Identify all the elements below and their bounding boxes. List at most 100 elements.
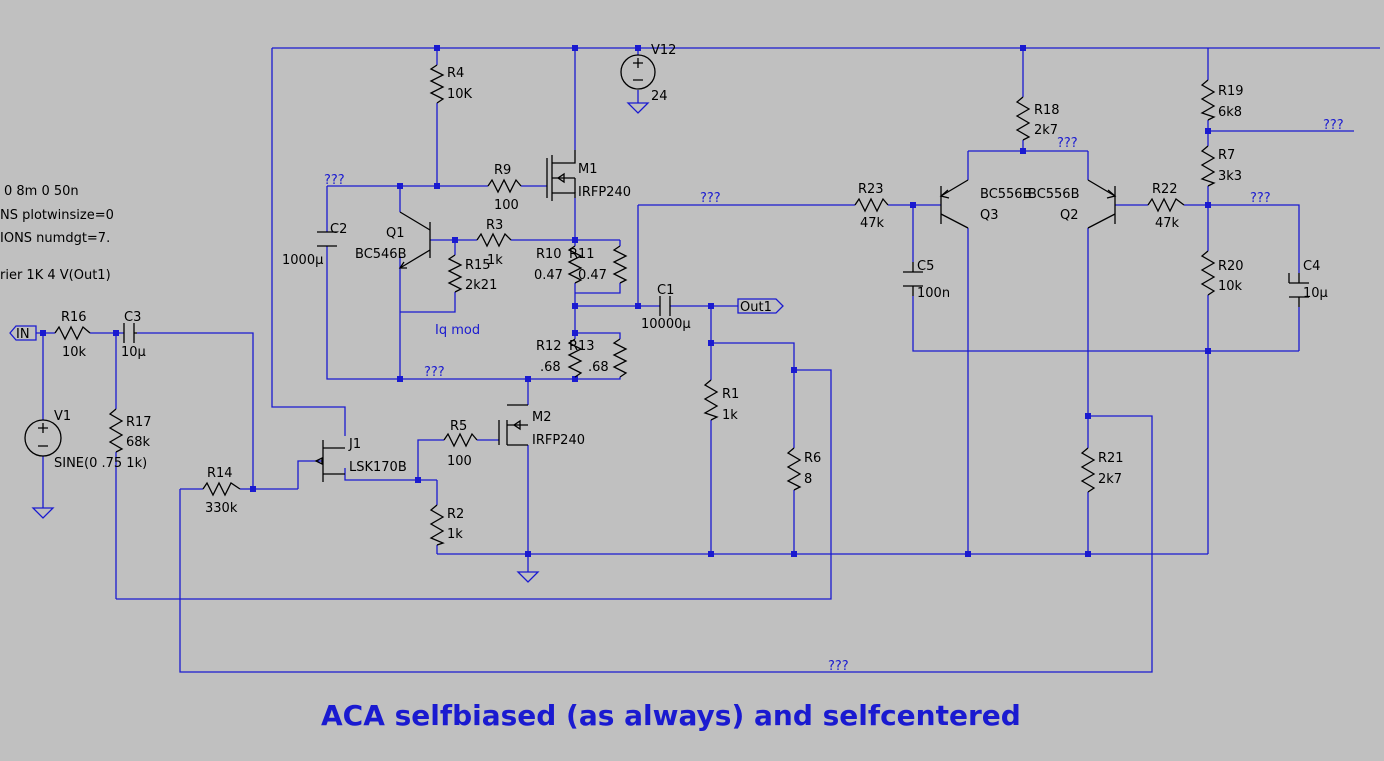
- C3-symbol: [123, 323, 137, 343]
- R23-symbol: [854, 197, 889, 213]
- M1-value: IRFP240: [578, 185, 631, 200]
- R10-name: R10: [536, 247, 562, 262]
- iq-mod-label: Iq mod: [435, 323, 480, 338]
- C3-value: 10µ: [121, 345, 146, 360]
- port-flags[interactable]: IN Out1: [9, 298, 784, 342]
- R18-value: 2k7: [1034, 123, 1058, 138]
- net-label: ???: [700, 191, 721, 206]
- schematic-title: ACA selfbiased (as always) and selfcente…: [321, 699, 1021, 732]
- voltage-sources[interactable]: [24, 54, 656, 457]
- net-label: ???: [1250, 191, 1271, 206]
- R6-name: R6: [804, 451, 821, 466]
- M1-symbol: [546, 150, 576, 201]
- R1-name: R1: [722, 387, 739, 402]
- R15-name: R15: [465, 258, 491, 273]
- R17-symbol: [108, 408, 124, 453]
- V1-symbol: [24, 419, 62, 457]
- R7-name: R7: [1218, 148, 1235, 163]
- M2-value: IRFP240: [532, 433, 585, 448]
- out1-port: [737, 298, 784, 314]
- R20-value: 10k: [1218, 279, 1243, 294]
- C1-symbol: [659, 296, 671, 316]
- R2-symbol: [429, 504, 445, 546]
- R17-value: 68k: [126, 435, 151, 450]
- R3-name: R3: [486, 218, 503, 233]
- net-labels: ??? ??? ??? ??? ??? ??? ??? Iq mod: [324, 118, 1344, 674]
- in-port: [9, 325, 37, 341]
- R10-value: 0.47: [534, 268, 563, 283]
- R20-name: R20: [1218, 259, 1244, 274]
- transistor-symbols[interactable]: [314, 150, 1117, 482]
- R18-name: R18: [1034, 103, 1060, 118]
- Q1-value: BC546B: [355, 247, 407, 262]
- R22-symbol: [1147, 197, 1185, 213]
- R9-name: R9: [494, 163, 511, 178]
- R14-symbol: [202, 481, 241, 497]
- Q1-name: Q1: [386, 226, 405, 241]
- R5-value: 100: [447, 454, 472, 469]
- net-label: ???: [424, 365, 445, 380]
- C3-name: C3: [124, 310, 141, 325]
- R4-symbol: [429, 64, 445, 104]
- C4-name: C4: [1303, 259, 1320, 274]
- R22-value: 47k: [1155, 216, 1180, 231]
- J1-symbol: [314, 440, 345, 482]
- ground-symbols: [31, 102, 650, 583]
- J1-value: LSK170B: [349, 460, 407, 475]
- R17-name: R17: [126, 415, 152, 430]
- R13-symbol: [612, 338, 628, 378]
- R21-name: R21: [1098, 451, 1124, 466]
- V12-name: V12: [651, 43, 676, 58]
- R19-name: R19: [1218, 84, 1244, 99]
- directive-line: NS plotwinsize=0: [0, 208, 114, 223]
- R4-value: 10K: [447, 87, 473, 102]
- Q2-value: BC556B: [1028, 187, 1080, 202]
- R18-symbol: [1015, 96, 1031, 141]
- R1-value: 1k: [722, 408, 738, 423]
- R7-symbol: [1200, 145, 1216, 187]
- R16-symbol: [54, 325, 91, 341]
- R19-symbol: [1200, 79, 1216, 121]
- out1-port-label: Out1: [740, 300, 772, 315]
- directive-line: rier 1K 4 V(Out1): [0, 268, 111, 283]
- R16-value: 10k: [62, 345, 87, 360]
- Q2-name: Q2: [1060, 208, 1079, 223]
- directive-lines: 0 8m 0 50n NS plotwinsize=0 IONS numdgt=…: [0, 184, 114, 283]
- M1-name: M1: [578, 162, 598, 177]
- R21-symbol: [1080, 447, 1096, 493]
- R16-name: R16: [61, 310, 87, 325]
- capacitor-symbols[interactable]: [123, 231, 1309, 343]
- R14-name: R14: [207, 466, 233, 481]
- R13-name: R13: [569, 339, 595, 354]
- V1-value: SINE(0 .75 1k): [54, 456, 147, 471]
- R2-value: 1k: [447, 527, 463, 542]
- M2-name: M2: [532, 410, 552, 425]
- R10-symbol: [567, 245, 583, 284]
- R15-symbol: [447, 254, 463, 293]
- net-label: ???: [1323, 118, 1344, 133]
- R23-name: R23: [858, 182, 884, 197]
- wires: [36, 47, 1380, 673]
- Q3-value: BC556B: [980, 187, 1032, 202]
- R21-value: 2k7: [1098, 472, 1122, 487]
- net-label: ???: [828, 659, 849, 674]
- R12-symbol: [567, 338, 583, 378]
- Q1-symbol: [398, 211, 431, 269]
- Q3-name: Q3: [980, 208, 999, 223]
- R12-value: .68: [540, 360, 561, 375]
- directive-line: 0 8m 0 50n: [4, 184, 79, 199]
- R11-value: 0.47: [578, 268, 607, 283]
- R19-value: 6k8: [1218, 105, 1242, 120]
- C2-value: 1000µ: [282, 253, 323, 268]
- M2-symbol: [498, 404, 528, 446]
- V1-name: V1: [54, 409, 71, 424]
- R22-name: R22: [1152, 182, 1178, 197]
- R7-value: 3k3: [1218, 169, 1242, 184]
- R5-name: R5: [450, 419, 467, 434]
- resistor-symbols[interactable]: [54, 64, 1216, 546]
- C1-value: 10000µ: [641, 317, 691, 332]
- R11-symbol: [612, 245, 628, 284]
- directive-line: IONS numdgt=7.: [0, 231, 110, 246]
- R6-value: 8: [804, 472, 812, 487]
